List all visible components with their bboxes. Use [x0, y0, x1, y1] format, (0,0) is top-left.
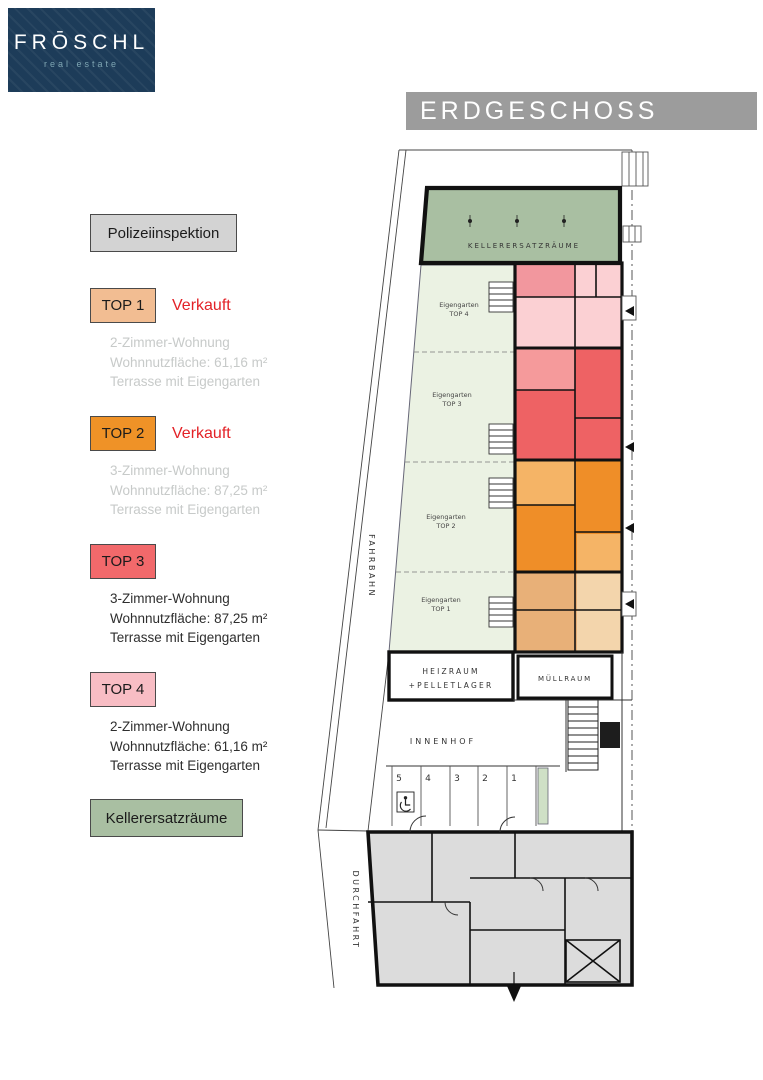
unit-description-line: Terrasse mit Eigengarten — [110, 374, 261, 389]
legend-entry-top2: TOP 2 Verkauft 3-Zimmer-Wohnung Wohnnutz… — [90, 416, 365, 520]
unit-top4-room — [515, 263, 575, 297]
garden-label-top3-unit: TOP 3 — [441, 400, 461, 408]
garden-label-top4: Eigengarten — [439, 301, 479, 309]
wheelchair-icon — [396, 791, 415, 813]
unit-top2-room — [515, 460, 575, 505]
north-arrow-icon — [507, 972, 521, 1002]
legend-item-kellerersatzraeume: Kellerersatzräume — [90, 799, 243, 837]
legend-entry-top4: TOP 4 2-Zimmer-Wohnung Wohnnutzfläche: 6… — [90, 672, 365, 776]
parking-stall-number: 2 — [482, 774, 488, 784]
legend-item-polizeiinspektion: Polizeiinspektion — [90, 214, 237, 252]
durchfahrt-label: DURCHFAHRT — [351, 871, 360, 950]
unit-description: 3-Zimmer-Wohnung Wohnnutzfläche: 87,25 m… — [110, 461, 365, 520]
unit-description-line: Wohnnutzfläche: 87,25 m² — [110, 482, 268, 498]
unit-description-line: 3-Zimmer-Wohnung — [110, 591, 230, 606]
garden-label-top1: Eigengarten — [421, 596, 461, 604]
garden-label-top2-unit: TOP 2 — [435, 522, 455, 530]
unit-description-line: Wohnnutzfläche: 61,16 m² — [110, 738, 268, 754]
gardens: Eigengarten TOP 4 Eigengarten TOP 3 Eige… — [388, 264, 516, 653]
parking-stall-number: 3 — [454, 774, 460, 784]
brand-tagline: real estate — [43, 59, 120, 69]
terrace-stairs — [488, 281, 514, 628]
status-badge: Verkauft — [172, 296, 231, 314]
fahrbahn-label: FAHRBAHN — [367, 534, 376, 598]
page-title-banner: ERDGESCHOSS — [406, 92, 757, 130]
keller-room-label: KELLERERSATZRÄUME — [468, 241, 580, 250]
status-badge: Verkauft — [172, 424, 231, 442]
stairwell — [567, 699, 599, 771]
legend-entry-top3: TOP 3 3-Zimmer-Wohnung Wohnnutzfläche: 8… — [90, 544, 365, 648]
page-title: ERDGESCHOSS — [420, 96, 659, 125]
parking-stall-number: 1 — [511, 774, 517, 784]
door-arcs — [409, 815, 599, 916]
legend-swatch-top1: TOP 1 — [90, 288, 156, 323]
parking-area: 5 4 3 2 1 — [386, 765, 560, 826]
brand-logo: FRŌSCHL real estate — [8, 8, 155, 92]
heizraum-room: HEIZRAUM +PELLETLAGER — [387, 650, 515, 702]
unit-description: 3-Zimmer-Wohnung Wohnnutzfläche: 87,25 m… — [110, 589, 365, 648]
unit-id: TOP 1 — [101, 297, 145, 314]
garden-label-top3: Eigengarten — [432, 391, 472, 399]
entrance-canopies — [621, 295, 637, 617]
kellerersatzraeume-room: KELLERERSATZRÄUME — [418, 185, 623, 266]
parking-stall-number: 5 — [396, 774, 402, 784]
unit-description-line: 3-Zimmer-Wohnung — [110, 463, 230, 478]
unit-description-line: Terrasse mit Eigengarten — [110, 502, 261, 517]
brand-name: FRŌSCHL — [13, 31, 150, 54]
unit-description: 2-Zimmer-Wohnung Wohnnutzfläche: 61,16 m… — [110, 333, 365, 392]
unit-description: 2-Zimmer-Wohnung Wohnnutzfläche: 61,16 m… — [110, 717, 365, 776]
garden-label-top2: Eigengarten — [426, 513, 466, 521]
entrance-markers — [625, 306, 634, 609]
legend-swatch-top3: TOP 3 — [90, 544, 156, 579]
unit-id: TOP 4 — [101, 681, 145, 698]
muellraum-room: MÜLLRAUM — [516, 654, 614, 700]
legend-swatch-top2: TOP 2 — [90, 416, 156, 451]
garden-label-top4-unit: TOP 4 — [448, 310, 468, 318]
muellraum-label: MÜLLRAUM — [538, 674, 592, 683]
unit-description-line: 2-Zimmer-Wohnung — [110, 335, 230, 350]
legend-label: Polizeiinspektion — [107, 224, 220, 242]
apartments — [513, 261, 624, 654]
neighbor-structures — [621, 151, 649, 243]
polizei-building — [366, 815, 634, 987]
gardens-area — [388, 264, 516, 653]
elevator — [600, 722, 620, 748]
parking-green-strip — [537, 767, 549, 825]
legend-label: Kellerersatzräume — [105, 809, 228, 827]
innenhof-label: INNENHOF — [410, 737, 476, 746]
unit-description-line: Terrasse mit Eigengarten — [110, 758, 261, 773]
garden-label-top1-unit: TOP 1 — [430, 605, 450, 613]
unit-id: TOP 2 — [101, 425, 145, 442]
legend-swatch-top4: TOP 4 — [90, 672, 156, 707]
unit-top3-room — [515, 348, 575, 390]
shaft-cross — [565, 939, 621, 983]
site-boundary — [317, 149, 633, 989]
unit-id: TOP 3 — [101, 553, 145, 570]
legend-entry-top1: TOP 1 Verkauft 2-Zimmer-Wohnung Wohnnutz… — [90, 288, 365, 392]
unit-top2-room2 — [577, 534, 622, 572]
unit-description-line: 2-Zimmer-Wohnung — [110, 719, 230, 734]
unit-description-line: Terrasse mit Eigengarten — [110, 630, 261, 645]
heizraum-label-line1: HEIZRAUM — [422, 667, 479, 676]
corridor-walls — [513, 652, 632, 832]
unit-description-line: Wohnnutzfläche: 61,16 m² — [110, 354, 268, 370]
heizraum-label-line2: +PELLETLAGER — [409, 681, 494, 690]
unit-description-line: Wohnnutzfläche: 87,25 m² — [110, 610, 268, 626]
parking-stall-number: 4 — [425, 774, 431, 784]
unit-top1-room — [515, 572, 577, 652]
